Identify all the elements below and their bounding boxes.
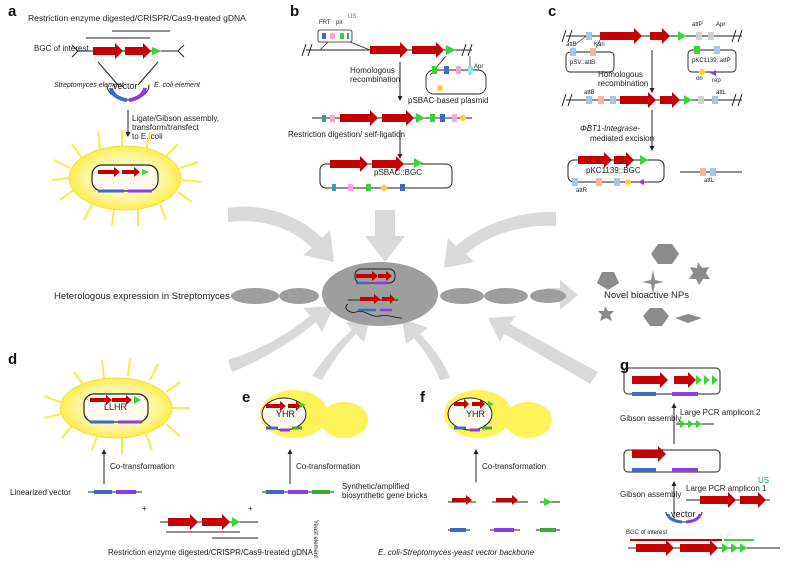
c-attb-label: attB [584,90,595,96]
ecoli-cell-a [51,130,203,227]
b-frt-label: FRT [319,20,331,26]
e-cotrans-label: Co-transformation [296,462,361,471]
g-gibson2: Gibson assembly [620,490,682,499]
b-apr-label: Apr [474,64,484,70]
panel-label-d: d [8,351,18,368]
panel-b-graphic [301,29,487,191]
d-bottom-label: Restriction enzyme digested/CRISPR/Cas9-… [108,548,313,557]
b-result-label: pSBAC::BGC [374,168,423,177]
panel-c-graphic [561,28,743,186]
b-digest-label: Restriction digestion/ self-ligation [288,130,405,139]
streptomyces-host [231,262,566,326]
b-homo2: recombination [350,75,401,84]
panel-e-graphic [260,390,368,494]
d-plus-1: + [142,504,147,513]
c-integrase1: ΦBT1-Integrase- [580,124,641,133]
a-step3: to E. coli [132,132,163,141]
g-gibson1: Gibson assembly [620,414,682,423]
g-bgc-label: BGC of interest [626,530,668,536]
heterologous-label: Heterologous expression in Streptomyces [54,291,230,302]
panel-label-e: e [242,389,251,406]
c-rep-label: rep [712,78,721,84]
c-attb-psv: attB [566,42,577,48]
a-ecoli-label: E. coli element [154,82,200,89]
panel-label-g: g [620,357,630,374]
d-llhr-label: LLHR [104,402,128,412]
f-bricks2: biosynthetic gene bricks [342,491,428,500]
b-homo1: Homologous [350,66,395,75]
c-attl-label: attL [716,90,727,96]
f-backbone-label: E. coli-Streptomyces-yeast vector backbo… [378,548,535,557]
a-bgc-label: BGC of interest [34,44,89,53]
e-yhr-label: YHR [276,409,296,419]
a-strep-label: Streptomyces element [54,82,124,89]
g-us-label: US [758,476,770,485]
novel-nps-label: Novel bioactive NPs [604,290,690,301]
panel-a-graphic [51,30,203,227]
panel-f-graphic [444,390,560,532]
panel-label-a: a [8,3,17,20]
a-step1: Ligate/Gibson assembly, [132,114,220,123]
c-homo1: Homologous [598,70,643,79]
c-pkc-attp: pKC1139::attP [692,58,731,64]
panel-label-c: c [548,3,557,20]
c-psv-label: pSV::attB [570,60,596,66]
c-kan-label: Kan [594,42,605,48]
d-cotrans-label: Co-transformation [110,462,175,471]
c-attr-label: attR [576,188,588,194]
panel-g-graphic [623,367,780,556]
f-cotrans-label: Co-transformation [482,462,547,471]
grey-arrows [228,206,598,384]
c-integrase2: mediated excision [590,134,655,143]
b-plasmid-label: pSBAC-based plasmid [408,96,489,105]
g-amplicon2: Large PCR amplicon 2 [680,408,761,417]
g-vector-label: vector [671,509,696,519]
c-attp-label: attP [692,22,703,28]
e-plus-1: + [248,504,253,513]
panel-label-b: b [290,3,300,20]
f-yhr-label: YHR [466,409,486,419]
panel-d-graphic [43,357,258,539]
panel-label-f: f [420,389,425,406]
a-vector-label: vector [113,81,138,91]
c-result-label: pKC1139::BGC [586,166,641,175]
d-linearized-label: Linearized vector [10,488,71,497]
f-bricks1: Synthetic/amplified [342,482,410,491]
g-amplicon1: Large PCR amplicon 1 [686,484,767,493]
c-apr-label: Apr [716,22,726,28]
b-us-label: US [348,14,357,20]
np-shapes [597,244,710,326]
b-pir-label: pir [336,20,343,26]
a-top-text: Restriction enzyme digested/CRISPR/Cas9-… [28,13,246,23]
c-ori-label: ori [696,76,703,82]
a-step2: transform/transfect [132,123,199,132]
c-homo2: recombination [598,79,649,88]
e-yeast-label: Yeast element [312,520,318,558]
c-attl2-label: attL [704,178,715,184]
